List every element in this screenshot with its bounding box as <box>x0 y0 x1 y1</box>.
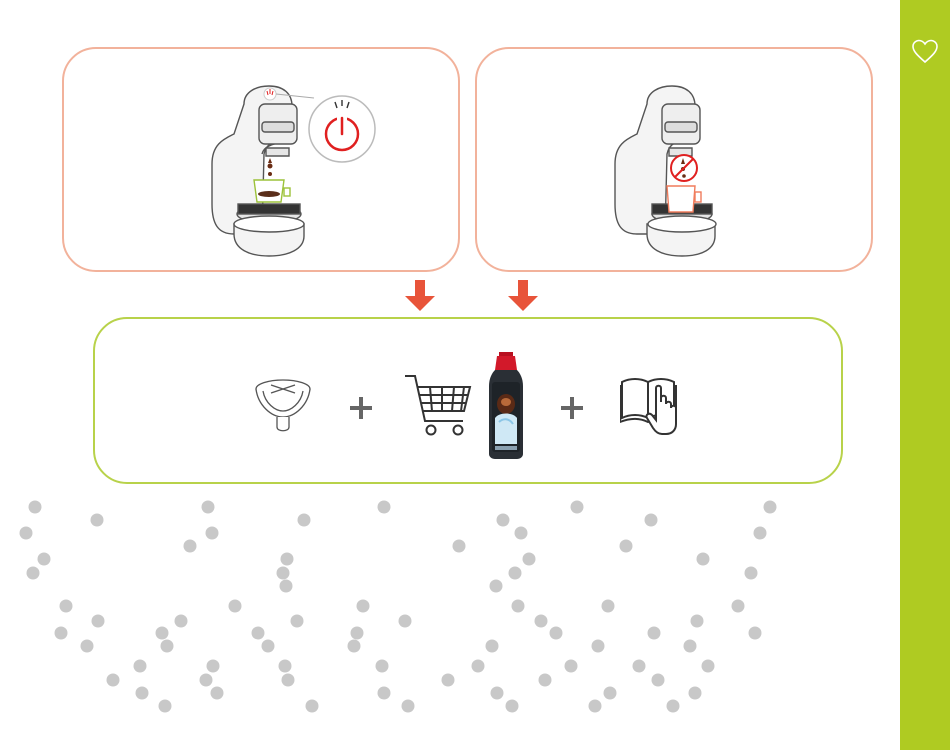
dot <box>202 501 215 514</box>
dot <box>161 640 174 653</box>
dot <box>571 501 584 514</box>
dot <box>565 660 578 673</box>
dot <box>282 674 295 687</box>
dot <box>604 687 617 700</box>
dot <box>184 540 197 553</box>
dot <box>472 660 485 673</box>
dot <box>92 615 105 628</box>
dot <box>306 700 319 713</box>
down-arrow-icon <box>403 280 437 314</box>
dot <box>399 615 412 628</box>
dot <box>509 567 522 580</box>
dot <box>252 627 265 640</box>
dot <box>378 687 391 700</box>
dot <box>156 627 169 640</box>
dot <box>535 615 548 628</box>
dot <box>749 627 762 640</box>
dot <box>55 627 68 640</box>
descaling-solution-bottle <box>487 352 525 460</box>
dot <box>702 660 715 673</box>
dot <box>515 527 528 540</box>
dot <box>376 660 389 673</box>
dot <box>490 580 503 593</box>
plus-icon <box>349 396 373 420</box>
dot <box>291 615 304 628</box>
dot <box>691 615 704 628</box>
dot <box>91 514 104 527</box>
dot <box>689 687 702 700</box>
panel-no-coffee <box>475 47 873 272</box>
dot <box>280 580 293 593</box>
panel-power-light <box>62 47 460 272</box>
dot <box>684 640 697 653</box>
dot <box>277 567 290 580</box>
dot <box>667 700 680 713</box>
dot <box>652 674 665 687</box>
dot <box>281 553 294 566</box>
dot <box>506 700 519 713</box>
panel-solution <box>93 317 843 484</box>
dot <box>136 687 149 700</box>
dot <box>633 660 646 673</box>
dot <box>348 640 361 653</box>
dot <box>592 640 605 653</box>
dot <box>402 700 415 713</box>
dot <box>491 687 504 700</box>
dot <box>539 674 552 687</box>
decorative-dot-pattern <box>0 490 900 750</box>
dot <box>81 640 94 653</box>
dot <box>732 600 745 613</box>
dot <box>20 527 33 540</box>
dot <box>206 527 219 540</box>
down-arrow-icon <box>506 280 540 314</box>
dot <box>764 501 777 514</box>
dot <box>453 540 466 553</box>
dot <box>745 567 758 580</box>
dot <box>229 600 242 613</box>
dot <box>497 514 510 527</box>
dot <box>207 660 220 673</box>
dot <box>29 501 42 514</box>
dot <box>648 627 661 640</box>
dot <box>262 640 275 653</box>
dot <box>589 700 602 713</box>
dot <box>351 627 364 640</box>
dot <box>620 540 633 553</box>
coffee-machine-illustration <box>607 84 727 269</box>
plus-icon <box>560 396 584 420</box>
dot <box>60 600 73 613</box>
dot <box>134 660 147 673</box>
dot <box>486 640 499 653</box>
dot <box>378 501 391 514</box>
dot <box>550 627 563 640</box>
dot <box>211 687 224 700</box>
capsule-holder-icon <box>253 377 313 439</box>
dot <box>523 553 536 566</box>
dot <box>159 700 172 713</box>
dot <box>645 514 658 527</box>
dot <box>697 553 710 566</box>
dot <box>512 600 525 613</box>
no-drip-icon <box>671 155 697 181</box>
dot <box>279 660 292 673</box>
shopping-cart-icon[interactable] <box>403 373 473 437</box>
dot <box>754 527 767 540</box>
dot <box>602 600 615 613</box>
dot <box>107 674 120 687</box>
dot <box>357 600 370 613</box>
dot <box>38 553 51 566</box>
dot <box>200 674 213 687</box>
dot <box>298 514 311 527</box>
heart-icon[interactable] <box>911 38 939 66</box>
dot <box>442 674 455 687</box>
dot <box>27 567 40 580</box>
coffee-machine-illustration <box>204 84 379 269</box>
side-bar <box>900 0 950 750</box>
manual-book-icon[interactable] <box>620 374 682 436</box>
dot <box>175 615 188 628</box>
